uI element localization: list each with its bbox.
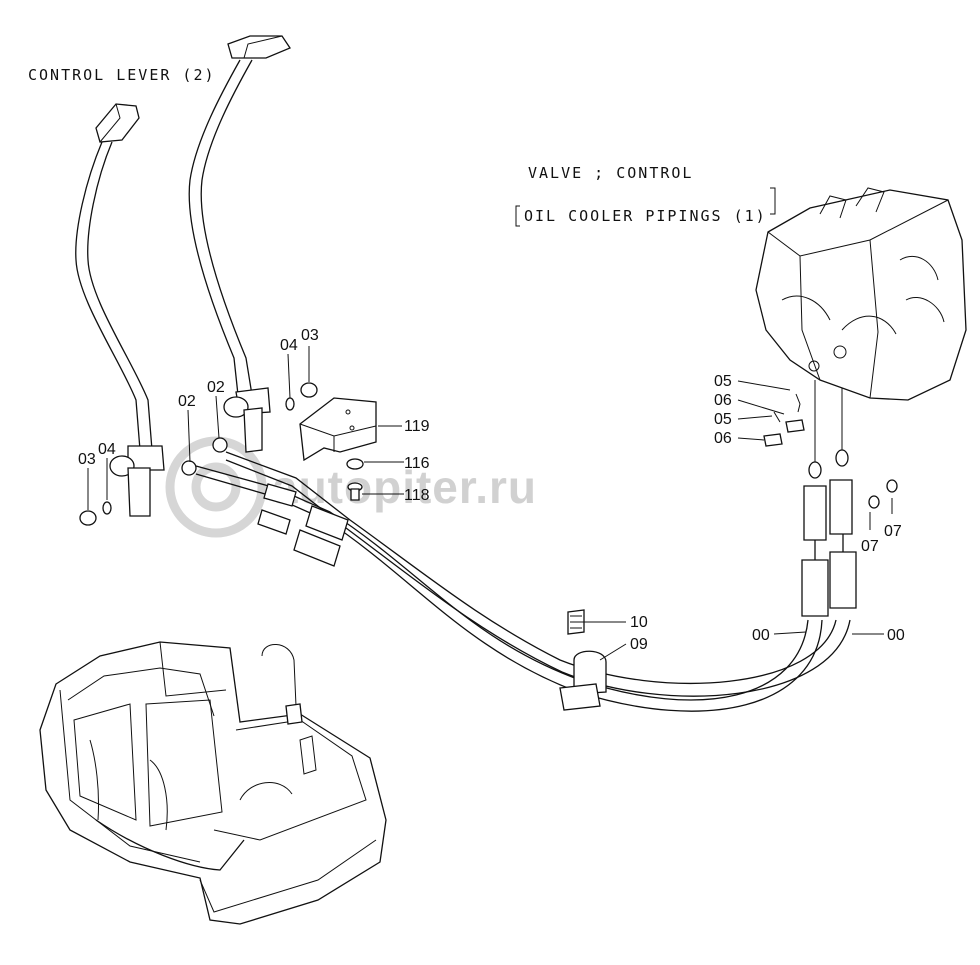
- control-valve: [755, 187, 967, 401]
- part-label-06-a: 06: [714, 392, 732, 409]
- right-control-lever: [188, 35, 291, 453]
- part-label-05-a: 05: [714, 373, 732, 390]
- valve-fittings: [763, 393, 898, 509]
- left-control-lever: [75, 103, 165, 517]
- part-label-116: 116: [404, 455, 430, 472]
- part-label-10: 10: [630, 614, 648, 631]
- part-label-06-b: 06: [714, 430, 732, 447]
- leader-lines: [87, 346, 893, 661]
- part-label-119: 119: [404, 418, 430, 435]
- oil-cooler-caption: OIL COOLER PIPINGS (1): [524, 207, 767, 225]
- part-label-00-right: 00: [887, 627, 905, 644]
- part-label-03-top: 03: [301, 327, 319, 344]
- part-label-09: 09: [630, 636, 648, 653]
- part-label-04-left: 04: [98, 441, 116, 458]
- part-label-07-b: 07: [884, 523, 902, 540]
- cable-clamp: [559, 609, 607, 711]
- mounting-bracket: [299, 397, 377, 501]
- part-label-00-left: 00: [752, 627, 770, 644]
- part-label-02-right: 02: [178, 393, 196, 410]
- part-label-05-b: 05: [714, 411, 732, 428]
- control-cables: [195, 372, 857, 712]
- part-label-04-top: 04: [280, 337, 298, 354]
- part-label-07-a: 07: [861, 538, 879, 555]
- control-lever-caption: CONTROL LEVER (2): [28, 66, 216, 84]
- part-labels: 02 02 04 03 03 04 119 116 118 05 06 05 0…: [78, 327, 905, 653]
- part-label-118: 118: [404, 487, 430, 504]
- lever-hardware: [79, 382, 318, 526]
- right-lever-knob: [227, 35, 291, 59]
- valve-control-caption: VALVE ; CONTROL: [528, 164, 693, 182]
- oil-cooler-bracket-close: [770, 187, 776, 215]
- part-label-03-left: 03: [78, 451, 96, 468]
- part-label-02-left: 02: [207, 379, 225, 396]
- oil-cooler-bracket-open: [515, 205, 520, 227]
- excavator-illustration: [39, 641, 387, 925]
